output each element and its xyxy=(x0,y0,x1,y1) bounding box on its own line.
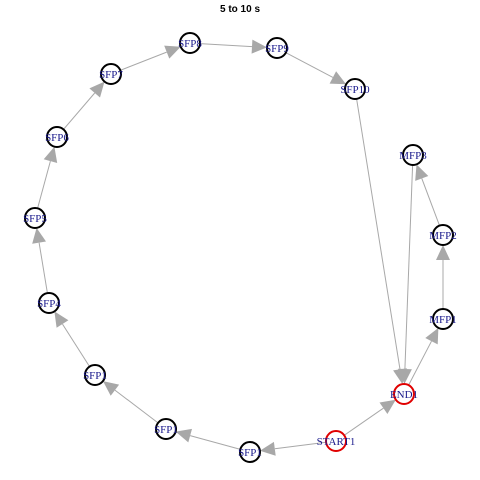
node-label: SFP6 xyxy=(45,132,69,144)
node-label: SFP1 xyxy=(154,424,178,436)
edge-sfp6-to-sfp7 xyxy=(63,81,105,130)
node-label: END1 xyxy=(390,389,418,401)
edge-line xyxy=(408,340,432,386)
edge-start1-to-end1 xyxy=(343,399,396,436)
node-circle xyxy=(155,418,177,440)
edge-line xyxy=(189,435,241,450)
node-end1: END1 xyxy=(390,383,418,405)
node-label: SFP7 xyxy=(99,69,123,81)
arrowhead xyxy=(89,81,105,98)
arrowhead xyxy=(415,164,429,181)
edge-end1-to-mfp1 xyxy=(408,327,439,386)
edge-line xyxy=(421,178,440,226)
node-label: SFP9 xyxy=(265,43,289,55)
edge-mfp2-to-mfp3 xyxy=(415,164,440,226)
node-label: SFP1 xyxy=(83,370,107,382)
node-mfp3: MFP3 xyxy=(399,144,427,166)
node-circle xyxy=(84,364,106,386)
node-sfp8: SFP8 xyxy=(178,32,202,54)
arrowhead xyxy=(43,146,58,163)
edge-mfp3-to-end1 xyxy=(397,164,414,384)
edge-line xyxy=(199,43,253,48)
node-circle xyxy=(38,292,60,314)
node-circle xyxy=(100,63,122,85)
edge-sfp1-to-sfp2 xyxy=(175,428,241,450)
node-label: MFP3 xyxy=(399,150,427,162)
edge-line xyxy=(404,164,414,370)
edge-sfp2-to-sfp3 xyxy=(103,381,159,424)
node-circle xyxy=(46,126,68,148)
arrowhead xyxy=(436,245,450,260)
node-sfp1: SFP1 xyxy=(238,441,262,463)
node-label: SFP4 xyxy=(37,298,61,310)
edge-line xyxy=(285,52,334,78)
node-label: MFP1 xyxy=(429,314,457,326)
node-label: SFP1 xyxy=(238,447,262,459)
edge-sfp9-to-sfp10 xyxy=(285,52,347,85)
edge-sfp7-to-sfp8 xyxy=(120,45,181,71)
edge-line xyxy=(63,92,96,130)
node-circle xyxy=(24,207,46,229)
node-sfp5: SFP5 xyxy=(23,207,47,229)
node-label: START1 xyxy=(317,436,356,448)
arrowhead xyxy=(329,71,347,85)
edge-line xyxy=(62,323,91,367)
arrowhead xyxy=(425,327,439,345)
node-sfp6: SFP6 xyxy=(45,126,69,148)
node-circle xyxy=(393,383,415,405)
edge-sfp3-to-sfp4 xyxy=(54,311,91,367)
node-sfp10: SFP10 xyxy=(340,78,370,100)
node-start1: START1 xyxy=(317,430,356,452)
edge-line xyxy=(356,98,401,370)
node-circle xyxy=(344,78,366,100)
node-label: SFP10 xyxy=(340,84,370,96)
edge-mfp1-to-mfp2 xyxy=(436,245,450,309)
edge-sfp4-to-sfp5 xyxy=(32,227,48,294)
arrowhead xyxy=(175,428,192,443)
edge-line xyxy=(274,441,327,450)
edge-line xyxy=(37,160,51,209)
edge-start1-to-sfp1 xyxy=(259,441,327,456)
node-sfp3: SFP1 xyxy=(83,364,107,386)
node-label: SFP5 xyxy=(23,213,47,225)
arrowhead xyxy=(259,441,276,456)
node-circle xyxy=(402,144,424,166)
edge-line xyxy=(38,242,48,294)
node-circle xyxy=(432,308,454,330)
node-sfp4: SFP4 xyxy=(37,292,61,314)
edge-line xyxy=(343,407,384,436)
node-sfp7: SFP7 xyxy=(99,63,123,85)
diagram-title: 5 to 10 s xyxy=(220,4,260,15)
arrowhead xyxy=(164,45,181,59)
arrowhead xyxy=(397,368,412,384)
node-sfp2: SFP1 xyxy=(154,418,178,440)
arrowhead xyxy=(379,399,396,414)
edges-layer xyxy=(32,39,450,456)
node-circle xyxy=(179,32,201,54)
node-sfp9: SFP9 xyxy=(265,37,289,59)
node-circle xyxy=(239,441,261,463)
node-mfp1: MFP1 xyxy=(429,308,457,330)
edge-line xyxy=(120,51,167,71)
node-label: MFP2 xyxy=(429,230,457,242)
node-circle xyxy=(432,224,454,246)
arrowhead xyxy=(251,39,267,54)
arrowhead xyxy=(32,227,46,244)
arrowhead xyxy=(54,311,69,328)
node-circle xyxy=(266,37,288,59)
node-label: SFP8 xyxy=(178,38,202,50)
arrowhead xyxy=(103,381,120,396)
edge-sfp8-to-sfp9 xyxy=(199,39,267,54)
edge-sfp5-to-sfp6 xyxy=(37,146,58,209)
edge-line xyxy=(114,389,159,424)
node-circle xyxy=(325,430,347,452)
node-mfp2: MFP2 xyxy=(429,224,457,246)
